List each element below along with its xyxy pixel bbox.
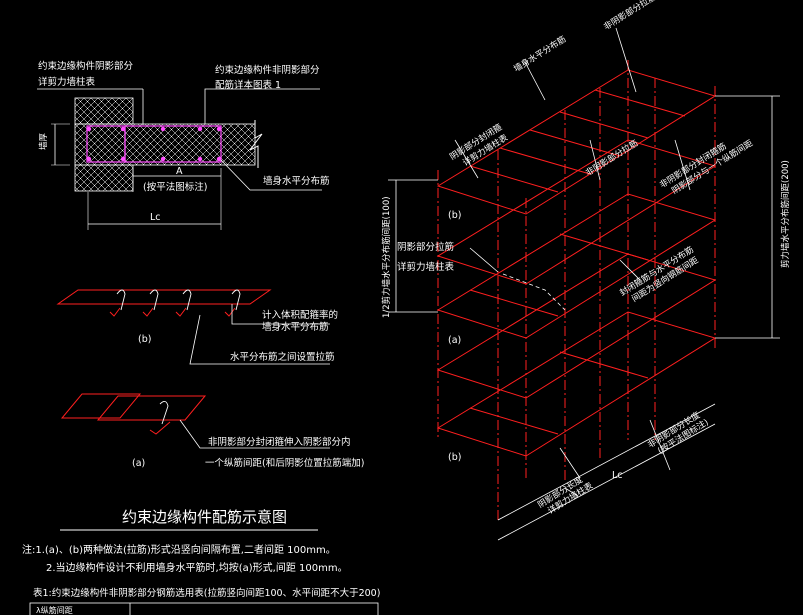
detail-b-hooks	[116, 289, 241, 311]
iso-label-top-1: 非阴影部分拉筋	[602, 0, 658, 33]
table-head: λ纵筋间距	[36, 605, 73, 615]
dimension-a-note: (按平法图标注)	[143, 181, 207, 193]
nonshadow-stirrup-outline	[124, 125, 222, 163]
detail-a: 非阴影部分封闭箍伸入阴影部分内 一个纵筋间距(和后阴影位置拉筋端加) (a)	[60, 393, 364, 469]
dimension-a-label: A	[176, 166, 183, 177]
iso-labels: 非阴影部分拉筋 墙身水平分布筋 阴影部分封闭箍 详剪力墙柱表 非阴影部分拉筋 非…	[381, 0, 791, 517]
iso-nonshadow-tie: 非阴影部分拉筋	[584, 138, 640, 179]
detail-b-tie-leader	[189, 314, 330, 365]
iso-dimension-lc: Lc	[612, 470, 623, 481]
detail-a-note-1: 非阴影部分封闭箍伸入阴影部分内	[208, 436, 351, 448]
detail-b: 计入体积配箍率的 墙身水平分布筋 水平分布筋之间设置拉筋 (b)	[56, 289, 338, 365]
nonshadow-region-label-1: 约束边缘构件非阴影部分	[215, 64, 320, 76]
drawing-title: 约束边缘构件配筋示意图	[122, 508, 287, 526]
detail-b-tie-marks	[109, 307, 236, 317]
iso-shadow-tie-1: 阴影部分拉筋	[397, 241, 454, 253]
detail-a-note-2: 一个纵筋间距(和后阴影位置拉筋端加)	[205, 457, 364, 469]
detail-a-label: (a)	[132, 458, 145, 469]
longitudinal-bars	[86, 126, 222, 162]
detail-a-tie	[149, 421, 171, 435]
detail-b-note-1: 计入体积配箍率的	[262, 309, 338, 321]
column-hatch-bottom	[74, 164, 134, 192]
drawing-caption: 约束边缘构件配筋示意图 注:1.(a)、(b)两种做法(拉筋)形式沿竖向间隔布置…	[22, 508, 380, 615]
iso-right-spacing: 剪力墙水平分布筋间距(200)	[780, 160, 791, 268]
wall-bar-leader	[220, 159, 322, 191]
shadow-region-label-1: 约束边缘构件阴影部分	[38, 60, 134, 72]
detail-b-rebar-outline	[56, 289, 272, 305]
iso-level-a: (a)	[448, 335, 461, 346]
wall-thickness-label: 墙厚	[38, 132, 49, 150]
iso-shadow-tie-2: 详剪力墙柱表	[397, 261, 455, 273]
iso-level-b-bottom: (b)	[448, 452, 461, 463]
wall-plan-section: 约束边缘构件阴影部分 详剪力墙柱表 约束边缘构件非阴影部分 配筋详本图表 1 墙…	[37, 60, 330, 230]
column-hatch-top	[74, 97, 134, 125]
table-frame	[29, 602, 379, 615]
detail-a-stirrup-1	[60, 393, 142, 419]
detail-b-leader	[231, 304, 330, 325]
note-1: 注:1.(a)、(b)两种做法(拉筋)形式沿竖向间隔布置,二者间距 100mm。	[22, 543, 336, 556]
detail-b-note-3: 水平分布筋之间设置拉筋	[230, 351, 335, 363]
nonshadow-region-label-2: 配筋详本图表 1	[215, 79, 281, 91]
dimension-lc-label: Lc	[150, 212, 161, 223]
detail-a-leader	[179, 419, 330, 449]
detail-a-stirrup-2	[96, 395, 207, 421]
detail-b-note-2: 墙身水平分布筋	[262, 321, 329, 333]
break-line	[249, 120, 263, 168]
detail-b-label: (b)	[138, 334, 151, 345]
iso-label-top-2: 墙身水平分布筋	[512, 34, 568, 75]
wall-horizontal-bar-label: 墙身水平分布筋	[263, 175, 330, 187]
shadow-region-label-2: 详剪力墙柱表	[38, 76, 96, 88]
table-title: 表1:约束边缘构件非阴影部分钢筋选用表(拉筋竖向间距100、水平间距不大于200…	[33, 587, 380, 599]
isometric-rebar-cage	[436, 60, 717, 520]
iso-level-b-top: (b)	[448, 210, 461, 221]
iso-left-spacing: 1/2剪力墙水平分布筋间距(100)	[381, 196, 392, 318]
note-2: 2.当边缘构件设计不利用墙身水平筋时,均按(a)形式,间距 100mm。	[46, 561, 348, 574]
detail-a-hook	[159, 401, 169, 425]
iso-annotation-lines	[388, 27, 780, 541]
nonshadow-region-leader	[204, 88, 320, 124]
